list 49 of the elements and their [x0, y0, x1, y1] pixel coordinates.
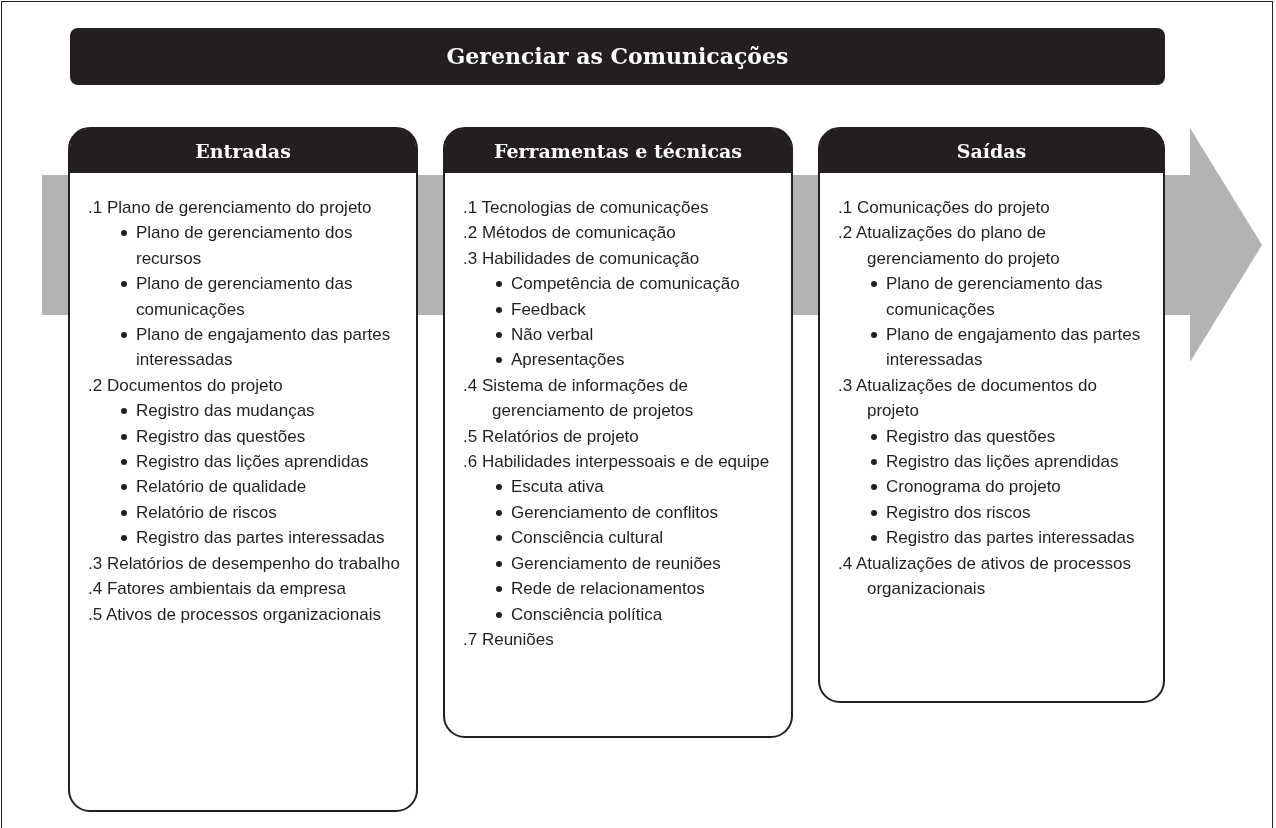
numbered-item: .2 Documentos do projeto: [87, 374, 284, 397]
column-box: [818, 127, 1165, 703]
column-box: [68, 127, 418, 812]
bullet-item: Escuta ativa: [445, 474, 777, 500]
numbered-item: .4 Atualizações de ativos de processos organizacionais: [837, 552, 1132, 601]
bullet-item: Consciência política: [445, 601, 777, 627]
numbered-item: .7 Reuniões: [462, 628, 555, 651]
bullet-item: Apresentações: [445, 347, 777, 373]
numbered-item: .1 Plano de gerenciamento do projeto: [87, 197, 373, 219]
bullet-item: Plano de gerenciamento das comunicações: [820, 271, 1149, 323]
bullet-item: Consciência cultural: [445, 525, 777, 551]
numbered-item: .5 Relatórios de projeto: [462, 425, 640, 448]
numbered-item: .2 Atualizações do plano de gerenciamento do projeto: [837, 222, 1061, 270]
numbered-item: .3 Relatórios de desempenho do trabalho: [87, 552, 401, 575]
bullet-item: Plano de engajamento das partes interessadas: [820, 322, 1149, 373]
bullet-item: Registro das lições aprendidas: [70, 449, 402, 475]
column-box: [443, 127, 793, 738]
bullet-item: Competência de comunicação: [445, 271, 777, 297]
bullet-item: Registro das mudanças: [70, 398, 402, 424]
bullet-item: Registro dos riscos: [820, 499, 1149, 526]
numbered-item: .3 Habilidades de comunicação: [462, 247, 701, 270]
column-heading: Ferramentas e técnicas: [445, 129, 791, 173]
bullet-item: Feedback: [445, 296, 777, 323]
numbered-item: .1 Tecnologias de comunicações: [462, 197, 710, 219]
bullet-item: Cronograma do projeto: [820, 474, 1149, 500]
bullet-item: Não verbal: [445, 322, 777, 348]
bullet-item: Plano de gerenciamento dos recursos: [70, 220, 402, 272]
numbered-item: .2 Métodos de comunicação: [462, 222, 677, 245]
numbered-item: .6 Habilidades interpessoais e de equipe: [462, 451, 771, 474]
bullet-item: Rede de relacionamentos: [445, 576, 777, 602]
bullet-item: Registro das questões: [70, 423, 402, 450]
bullet-item: Plano de gerenciamento das comunicações: [70, 271, 402, 323]
bullet-item: Registro das partes interessadas: [820, 525, 1149, 551]
bullet-item: Plano de engajamento das partes interessadas: [70, 322, 402, 373]
numbered-item: .5 Ativos de processos organizacionais: [87, 603, 382, 626]
numbered-item: .1 Comunicações do projeto: [837, 197, 1051, 219]
bullet-item: Relatório de riscos: [70, 499, 402, 526]
bullet-item: Relatório de qualidade: [70, 474, 402, 500]
bullet-item: Gerenciamento de reuniões: [445, 550, 777, 577]
title-bar: Gerenciar as Comunicações: [70, 28, 1165, 85]
bullet-item: Registro das questões: [820, 423, 1149, 450]
numbered-item: .3 Atualizações de documentos do projeto: [837, 374, 1098, 423]
bullet-item: Gerenciamento de conflitos: [445, 499, 777, 526]
column-heading: Entradas: [70, 129, 416, 173]
bullet-item: Registro das partes interessadas: [70, 525, 402, 551]
bullet-item: Registro das lições aprendidas: [820, 449, 1149, 475]
numbered-item: .4 Sistema de informações de gerenciamento de projetos: [462, 374, 695, 423]
numbered-item: .4 Fatores ambientais da empresa: [87, 578, 347, 601]
column-heading: Saídas: [820, 129, 1163, 173]
